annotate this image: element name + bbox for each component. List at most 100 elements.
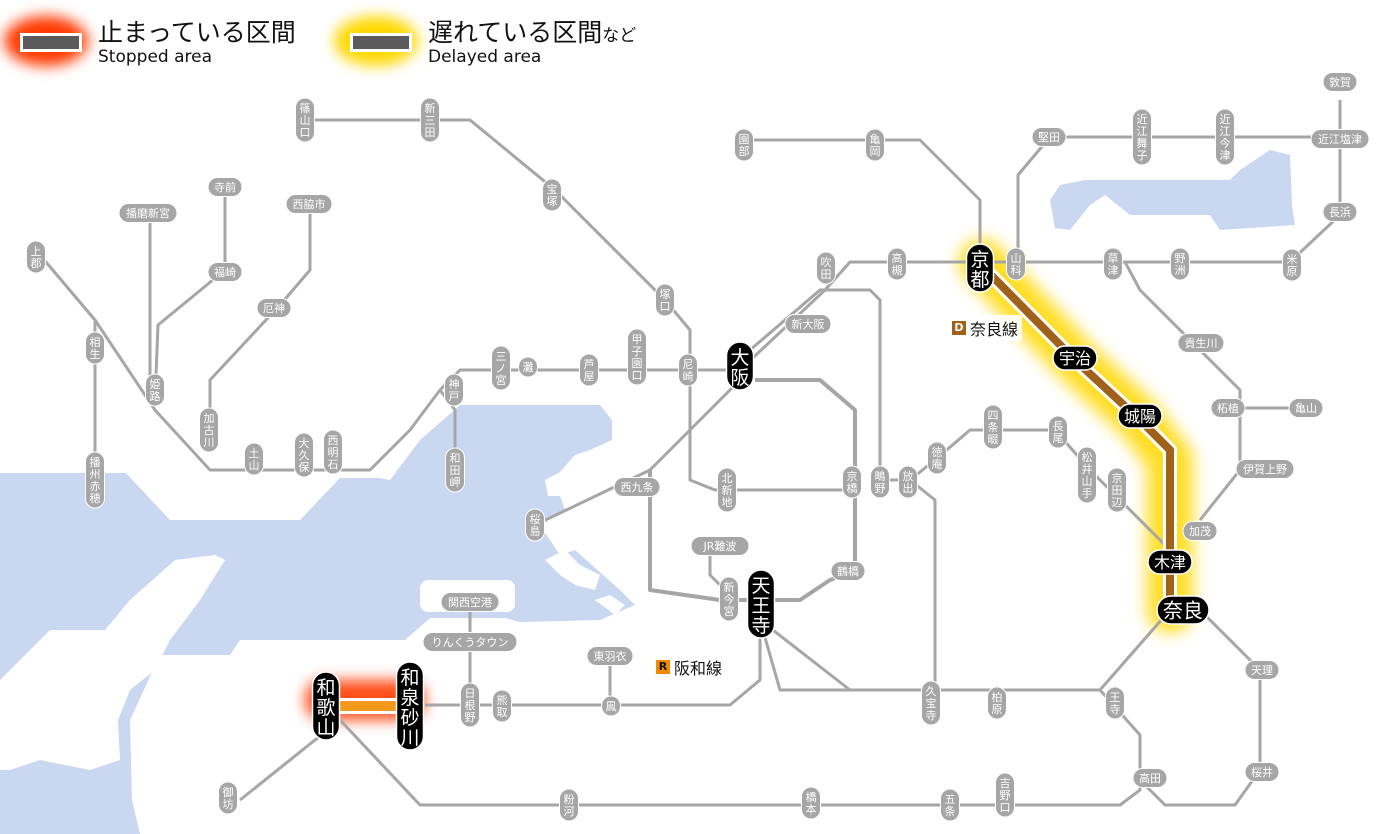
station-nishiakashi[interactable]: 西明石: [323, 429, 343, 475]
station-tsuruga[interactable]: 敦賀: [1322, 72, 1358, 92]
station-ashiya[interactable]: 芦屋: [579, 353, 599, 387]
station-igaueno[interactable]: 伊賀上野: [1235, 459, 1295, 479]
station-kyobashi[interactable]: 京橋: [842, 465, 862, 499]
station-amagasaki[interactable]: 尼崎: [678, 353, 698, 387]
station-hanaten[interactable]: 放出: [898, 465, 918, 499]
station-label: 京橋: [847, 469, 858, 495]
station-banshuako[interactable]: 播州赤穂: [85, 451, 105, 509]
station-fukusaki[interactable]: 福崎: [207, 262, 243, 282]
station-tenri[interactable]: 天理: [1244, 660, 1280, 680]
station-sonobe[interactable]: 園部: [734, 128, 754, 162]
station-kitashinchi[interactable]: 北新地: [717, 467, 737, 513]
legend-stopped: 止まっている区間 Stopped area: [0, 16, 296, 70]
station-higashihagoromo[interactable]: 東羽衣: [586, 646, 634, 666]
station-aioi[interactable]: 相生: [85, 331, 105, 365]
station-wadamisaki[interactable]: 和田岬: [445, 447, 465, 493]
station-nishiwakishi[interactable]: 西脇市: [285, 194, 333, 214]
station-yakujin[interactable]: 厄神: [256, 298, 292, 318]
station-ootori[interactable]: 鳳: [601, 695, 621, 717]
station-omimaiko[interactable]: 近江舞子: [1132, 108, 1152, 166]
station-rinkutown[interactable]: りんくうタウン: [422, 632, 518, 652]
station-label: 芦屋: [584, 358, 595, 383]
station-katata[interactable]: 堅田: [1031, 127, 1067, 147]
station-shinimamiya[interactable]: 新今宮: [719, 576, 739, 622]
station-nara[interactable]: 奈良: [1156, 595, 1210, 625]
nara-line-label[interactable]: D 奈良線: [948, 315, 1023, 341]
station-shinsanda[interactable]: 新三田: [420, 97, 440, 143]
station-maibara[interactable]: 米原: [1282, 248, 1302, 282]
station-sakurajima[interactable]: 桜島: [525, 508, 545, 542]
station-takarazuka[interactable]: 宝塚: [542, 178, 562, 212]
station-gojo[interactable]: 五条: [940, 788, 960, 822]
station-pill: [445, 447, 465, 493]
station-nagahama[interactable]: 長浜: [1322, 202, 1358, 222]
station-joyo[interactable]: 城陽: [1117, 403, 1163, 429]
station-tsukaguchi[interactable]: 塚口: [655, 283, 675, 317]
station-uji[interactable]: 宇治: [1052, 345, 1098, 371]
station-pill: [118, 203, 178, 223]
station-pill: [1052, 345, 1098, 371]
station-hineno[interactable]: 日根野: [460, 682, 480, 728]
station-kyuhoji[interactable]: 久宝寺: [921, 680, 941, 726]
station-tsuchiyama[interactable]: 土山: [244, 442, 264, 476]
station-jrnamba[interactable]: JR難波: [690, 536, 750, 556]
station-tennoji[interactable]: 天王寺: [746, 569, 776, 639]
station-kyoto[interactable]: 京都: [965, 243, 995, 293]
station-tokuan[interactable]: 徳庵: [927, 441, 947, 475]
station-kizu[interactable]: 木津: [1147, 549, 1193, 575]
station-teramae[interactable]: 寺前: [207, 177, 243, 197]
station-yamashina[interactable]: 山科: [1006, 247, 1026, 281]
station-kamo[interactable]: 加茂: [1182, 521, 1218, 541]
station-label: 灘: [523, 361, 534, 374]
station-matsuiyamate[interactable]: 松井山手: [1077, 446, 1097, 504]
station-omiimazu[interactable]: 近江今津: [1215, 108, 1235, 166]
station-takada[interactable]: 高田: [1132, 768, 1168, 788]
station-label: 北新地: [722, 472, 733, 509]
station-wakayama[interactable]: 和歌山: [311, 671, 341, 741]
station-oji[interactable]: 王寺: [1105, 686, 1125, 720]
station-pill: [1235, 459, 1295, 479]
station-kyotanabe[interactable]: 京田辺: [1107, 467, 1127, 513]
station-kumatori[interactable]: 熊取: [492, 689, 512, 723]
station-kashiwara[interactable]: 柏原: [987, 686, 1007, 720]
station-kameoka[interactable]: 亀岡: [865, 128, 885, 162]
station-shinosaka[interactable]: 新大阪: [784, 314, 832, 334]
station-sasayamaguchi[interactable]: 篠山口: [295, 97, 315, 143]
station-himeji[interactable]: 姫路: [145, 373, 165, 407]
station-kakogawa[interactable]: 加古川: [199, 407, 219, 453]
station-kibukawa[interactable]: 貴生川: [1177, 333, 1225, 353]
station-izumisunagawa[interactable]: 和泉砂川: [395, 661, 425, 751]
station-kokawa[interactable]: 粉河: [559, 788, 579, 822]
station-kusatsu[interactable]: 草津: [1103, 247, 1123, 281]
station-gobo[interactable]: 御坊: [218, 781, 238, 815]
station-suita[interactable]: 吹田: [816, 251, 836, 285]
station-kameyama[interactable]: 亀山: [1288, 398, 1324, 418]
station-shijonawate[interactable]: 四条畷: [983, 404, 1003, 450]
station-label: 福崎: [214, 265, 236, 279]
station-sakurai[interactable]: 桜井: [1244, 762, 1280, 782]
station-tsuruhashi[interactable]: 鶴橋: [830, 561, 866, 581]
station-nagao[interactable]: 長尾: [1048, 415, 1068, 449]
station-harimashingu[interactable]: 播磨新宮: [118, 203, 178, 223]
station-nada[interactable]: 灘: [518, 356, 538, 378]
station-nishikujo[interactable]: 西九条: [613, 477, 661, 497]
station-yoshinoguchi[interactable]: 吉野口: [995, 772, 1015, 818]
station-label: 上郡: [31, 245, 42, 270]
station-yasu[interactable]: 野洲: [1170, 247, 1190, 281]
station-tsuge[interactable]: 柘植: [1210, 398, 1246, 418]
station-kobe[interactable]: 神戸: [444, 373, 464, 407]
station-koshienguchi[interactable]: 甲子園口: [627, 328, 647, 386]
station-hashimoto[interactable]: 橋本: [801, 786, 821, 820]
station-label: 新大阪: [792, 317, 825, 331]
station-kamigori[interactable]: 上郡: [26, 240, 46, 274]
station-takatsuki[interactable]: 高槻: [887, 247, 907, 281]
station-label: 長浜: [1329, 206, 1351, 219]
station-sannomiya[interactable]: 三ノ宮: [491, 345, 511, 391]
station-pill: [579, 353, 599, 387]
hanwa-line-label[interactable]: R 阪和線: [652, 654, 727, 680]
station-osaka[interactable]: 大阪: [725, 341, 755, 391]
station-omishiotsu[interactable]: 近江塩津: [1310, 129, 1370, 149]
station-okubo[interactable]: 大久保: [294, 432, 314, 478]
station-kansaiairport[interactable]: 関西空港: [440, 592, 500, 612]
station-shigino[interactable]: 鴫野: [870, 465, 890, 499]
